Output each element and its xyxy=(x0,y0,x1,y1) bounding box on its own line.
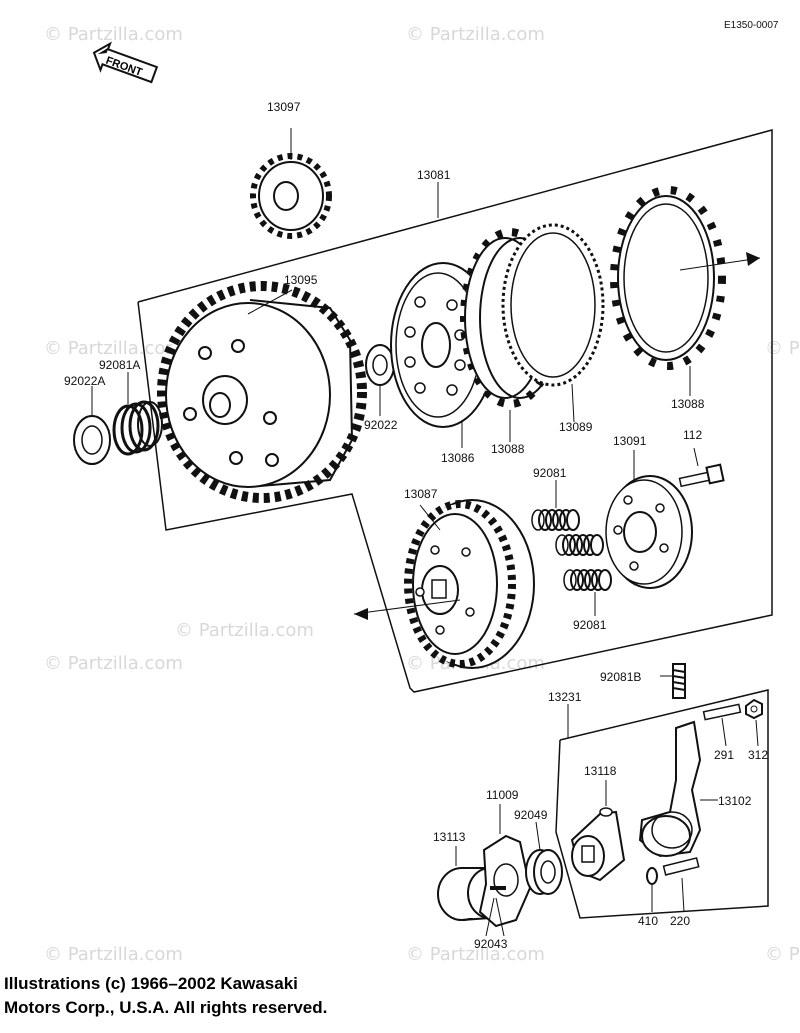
part-label[interactable]: 13088 xyxy=(491,442,525,456)
gasket-11009 xyxy=(478,804,532,928)
part-label[interactable]: 13113 xyxy=(433,830,466,844)
front-arrow xyxy=(92,41,159,84)
spring-92081A xyxy=(91,372,163,456)
watermark: © Partzilla.com xyxy=(44,944,183,965)
copyright-notice: Illustrations (c) 1966–2002 Kawasaki Mot… xyxy=(4,972,524,1020)
part-label[interactable]: 13087 xyxy=(404,487,438,501)
part-label[interactable]: 13081 xyxy=(417,168,451,182)
diagram-code: E1350-0007 xyxy=(724,20,779,31)
part-label[interactable]: 92022A xyxy=(64,374,106,388)
part-label[interactable]: 13231 xyxy=(548,690,582,704)
part-label[interactable]: 291 xyxy=(714,748,735,762)
part-label[interactable]: 112 xyxy=(683,428,703,442)
part-label[interactable]: 92081 xyxy=(573,618,607,632)
part-label[interactable]: 13088 xyxy=(671,397,705,411)
clutch-assembly-outline xyxy=(137,129,773,693)
spring-plate-13091 xyxy=(605,450,693,589)
clutch-housing-13095 xyxy=(157,281,367,503)
copyright-line-1: Illustrations (c) 1966–2002 Kawasaki xyxy=(4,974,298,993)
watermark: © Partzilla.com xyxy=(765,944,800,965)
nut-312 xyxy=(745,698,763,747)
part-label[interactable]: 13102 xyxy=(718,794,752,808)
watermark: © Partzilla.com xyxy=(406,24,545,45)
part-label[interactable]: 13091 xyxy=(613,434,647,448)
steel-plate-13089 xyxy=(501,223,605,423)
friction-plate-13088-rear xyxy=(610,186,761,396)
release-lever-13102 xyxy=(638,720,718,858)
washer-410 xyxy=(646,867,658,912)
part-label[interactable]: 13097 xyxy=(267,100,301,114)
watermark: © Partzilla.com xyxy=(765,338,800,359)
watermark: © Partzilla.com xyxy=(44,24,183,45)
watermark: © Partzilla.com xyxy=(406,944,545,965)
watermark: © Partzilla.com xyxy=(44,653,183,674)
washer-92022 xyxy=(365,344,395,416)
part-label[interactable]: 13095 xyxy=(284,273,318,287)
screw-291 xyxy=(702,703,742,747)
part-label[interactable]: 92081B xyxy=(600,670,642,684)
pin-92043 xyxy=(485,886,506,937)
part-label[interactable]: 410 xyxy=(638,914,659,928)
watermark: © Partzilla.com xyxy=(175,620,314,641)
watermark: © Partzilla.com xyxy=(44,338,183,359)
bolt-112 xyxy=(678,447,725,488)
part-label[interactable]: 11009 xyxy=(486,788,519,802)
part-label[interactable]: 220 xyxy=(670,914,691,928)
spring-92081B xyxy=(660,663,686,699)
part-label[interactable]: 92043 xyxy=(474,937,508,951)
part-label[interactable]: 92081A xyxy=(99,358,141,372)
part-label[interactable]: 13086 xyxy=(441,451,475,465)
gear-13097 xyxy=(250,128,332,239)
clutch-springs-92081 xyxy=(531,480,612,616)
copyright-line-2: Motors Corp., U.S.A. All rights reserved… xyxy=(4,998,328,1017)
washer-92022A xyxy=(73,415,111,465)
release-assembly-outline xyxy=(555,689,769,919)
part-label[interactable]: 92022 xyxy=(364,418,398,432)
release-cam-13118 xyxy=(570,780,626,882)
clutch-hub-13087 xyxy=(353,499,535,669)
part-label[interactable]: 92081 xyxy=(533,466,567,480)
part-label[interactable]: 13118 xyxy=(584,764,617,778)
part-label[interactable]: 13089 xyxy=(559,420,593,434)
screw-220 xyxy=(662,857,700,913)
part-label[interactable]: 92049 xyxy=(514,808,548,822)
seal-92049 xyxy=(525,821,563,895)
part-label[interactable]: 312 xyxy=(748,748,769,762)
